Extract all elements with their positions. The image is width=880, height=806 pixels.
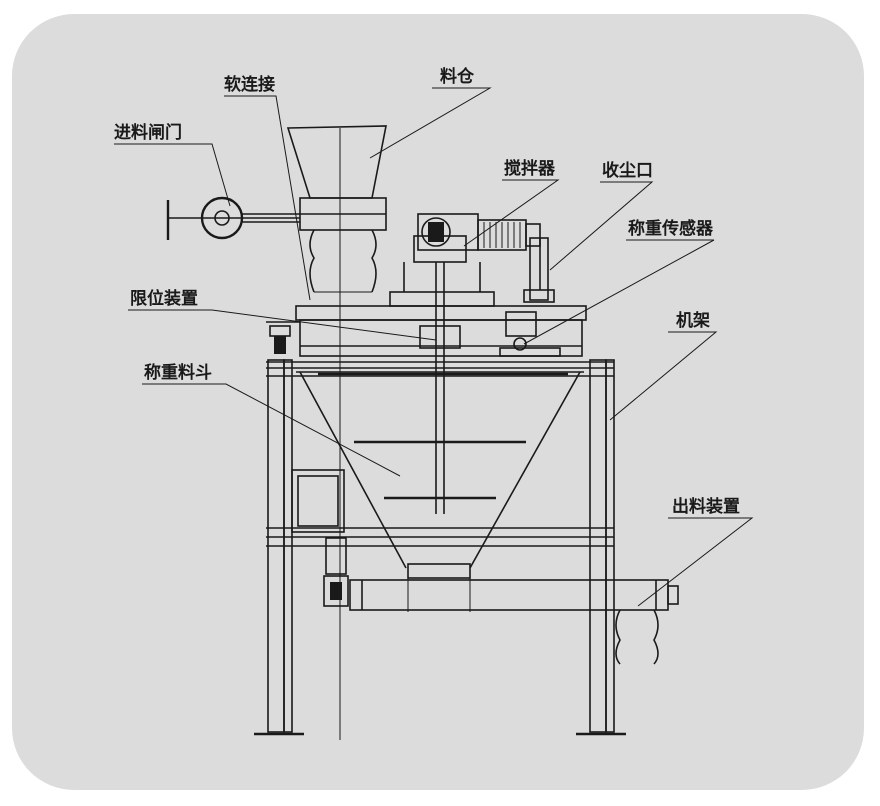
load-cell	[499, 311, 561, 357]
label-limit-device: 限位装置	[130, 288, 198, 309]
label-frame: 机架	[676, 310, 710, 331]
silo	[286, 125, 387, 740]
diagram-panel	[12, 14, 864, 790]
mixer	[413, 213, 541, 514]
weigh-hopper	[296, 371, 584, 579]
label-load-cell: 称重传感器	[628, 218, 714, 239]
label-silo: 料仓	[440, 66, 475, 87]
label-discharge-device: 出料装置	[672, 496, 740, 517]
feed-valve	[166, 196, 300, 240]
control-box	[291, 469, 349, 607]
label-soft-connection: 软连接	[224, 74, 275, 95]
leader-lines	[114, 87, 754, 607]
limit-device	[266, 321, 300, 354]
label-feed-valve: 进料闸门	[114, 122, 182, 143]
top-plate	[295, 262, 587, 357]
discharge-conveyor	[349, 578, 679, 665]
dust-port	[523, 237, 555, 303]
label-mixer: 搅拌器	[504, 158, 556, 179]
label-dust-port: 收尘口	[602, 160, 653, 181]
frame	[254, 359, 626, 736]
label-weigh-hopper: 称重料斗	[144, 362, 212, 383]
